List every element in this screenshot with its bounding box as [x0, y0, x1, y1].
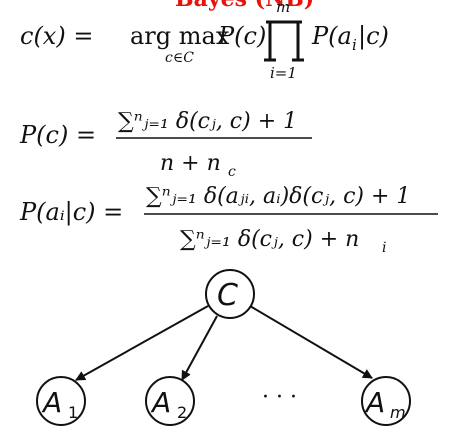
node-am-circle	[361, 376, 411, 426]
node-am: A m	[361, 376, 411, 426]
node-c-circle	[205, 269, 255, 319]
likelihood-subscript: i	[352, 36, 357, 54]
edge-c-am	[249, 305, 373, 379]
node-a2-circle	[145, 376, 195, 426]
node-a2: A 2	[145, 376, 195, 426]
argmax-operator: arg max	[130, 22, 230, 50]
prior-equation: P(c) = ∑ⁿⱼ₌₁ δ(cⱼ, c) + 1 n + n c	[19, 109, 312, 180]
likelihood-term: P(a	[311, 22, 352, 50]
classifier-lhs: c(x) =	[20, 22, 93, 50]
node-a1-circle	[36, 376, 86, 426]
likelihood-term-end: |c)	[358, 22, 389, 51]
node-am-label: A	[364, 386, 385, 419]
prior-lhs: P(c) =	[19, 121, 96, 149]
edge-c-a1	[75, 305, 209, 381]
node-c: C	[205, 269, 255, 319]
prior-numerator: ∑ⁿⱼ₌₁ δ(cⱼ, c) + 1	[118, 109, 297, 134]
title-fragment: Bayes (NB)	[175, 0, 314, 12]
edge-c-a2	[181, 315, 218, 381]
node-am-subscript: m	[390, 403, 406, 422]
node-a1-label: A	[41, 386, 62, 419]
node-a2-label: A	[150, 386, 171, 419]
ellipsis: · · ·	[262, 385, 297, 410]
node-a2-subscript: 2	[177, 403, 187, 422]
node-a1: A 1	[36, 376, 86, 426]
product-upper-limit: m	[276, 0, 290, 16]
classifier-equation: c(x) = arg max c∈C P(c) m i=1 P(a i |c)	[20, 0, 389, 82]
node-a1-subscript: 1	[68, 403, 78, 422]
likelihood-denominator: ∑ⁿⱼ₌₁ δ(cⱼ, c) + n	[180, 227, 359, 252]
product-lower-limit: i=1	[270, 64, 297, 82]
likelihood-numerator: ∑ⁿⱼ₌₁ δ(aⱼᵢ, aᵢ)δ(cⱼ, c) + 1	[146, 184, 410, 209]
likelihood-equation: P(aᵢ|c) = ∑ⁿⱼ₌₁ δ(aⱼᵢ, aᵢ)δ(cⱼ, c) + 1 ∑…	[19, 184, 438, 256]
likelihood-lhs: P(aᵢ|c) =	[19, 198, 123, 227]
prior-denominator-subscript: c	[228, 164, 236, 180]
prior-denominator: n + n	[160, 151, 221, 176]
bayes-network: C A 1 A 2 · · · A m	[36, 269, 411, 426]
prior-term: P(c)	[217, 22, 266, 50]
likelihood-denominator-subscript: i	[382, 240, 386, 256]
product-symbol	[264, 20, 304, 62]
argmax-subscript: c∈C	[165, 50, 194, 66]
node-c-label: C	[217, 278, 238, 313]
